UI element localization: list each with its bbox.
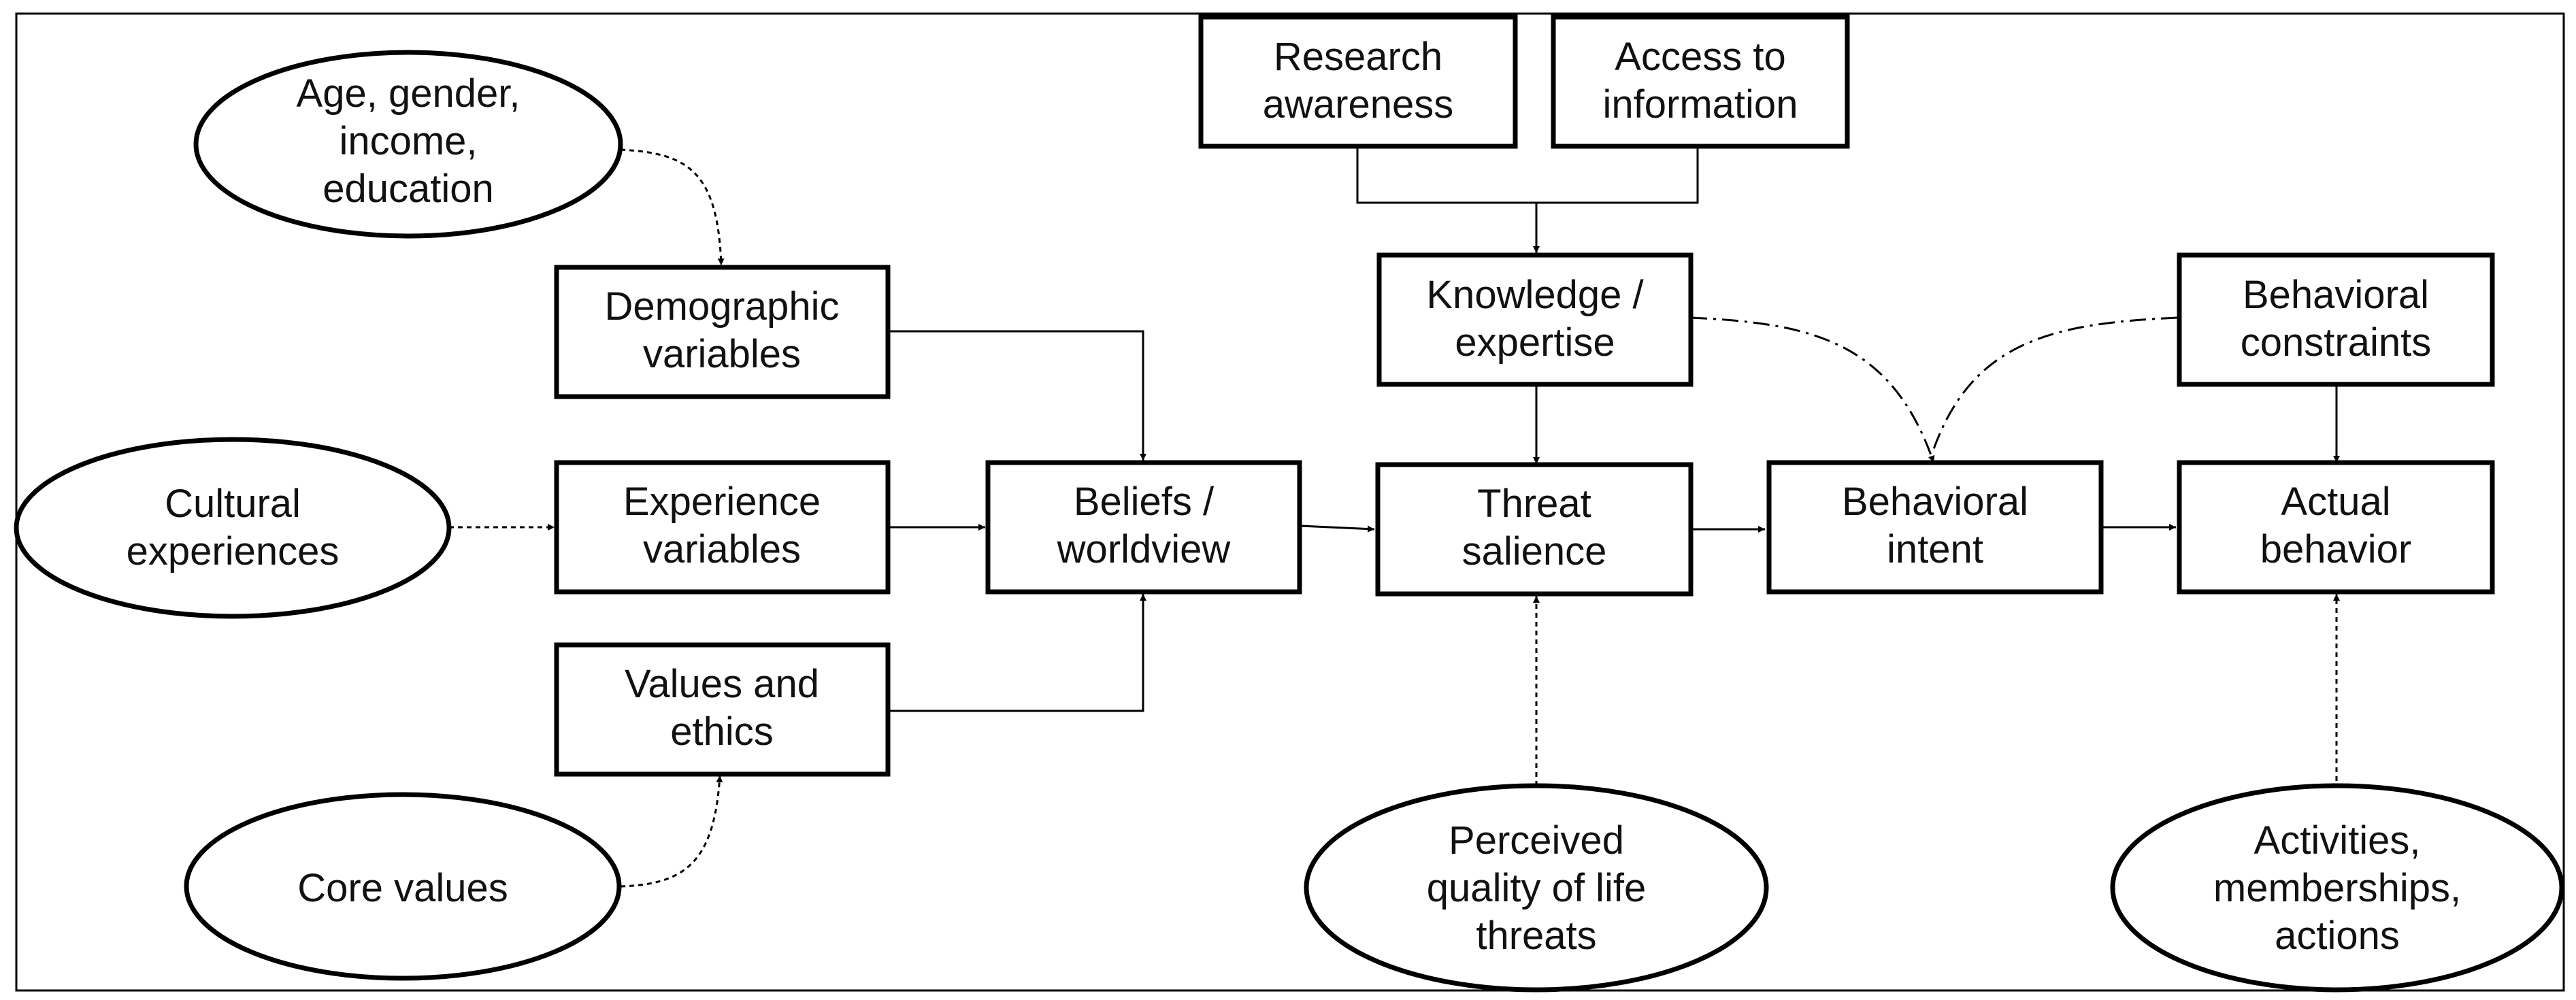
diagram-frame <box>15 12 2565 992</box>
box-behavioral-constraints: Behavioral constraints <box>2177 252 2495 387</box>
oval-activities-line-3: actions <box>2275 914 2400 958</box>
box-knowledge-line-1: Knowledge / <box>1426 273 1644 317</box>
box-research-awareness-line-2: awareness <box>1263 82 1453 127</box>
oval-cultural-line-1: Cultural <box>165 482 301 526</box>
box-actual-line-2: behavior <box>2260 527 2411 571</box>
box-values-ethics-line-1: Values and <box>625 662 819 706</box>
oval-core-values: Core values <box>184 792 622 981</box>
connector-constraints-to-intent <box>1932 316 2178 450</box>
oval-perceived-line-3: threats <box>1476 914 1596 958</box>
box-actual-behavior: Actual behavior <box>2177 460 2495 595</box>
oval-perceived-threats: Perceived quality of life threats <box>1304 783 1769 993</box>
connector-values-to-beliefs <box>888 594 1146 712</box>
box-intent-line-2: intent <box>1887 527 1983 571</box>
box-behavioral-intent: Behavioral intent <box>1766 460 2104 595</box>
box-experience-line-1: Experience <box>623 480 821 524</box>
box-access-information: Access to information <box>1551 14 1850 149</box>
box-values-ethics-line-2: ethics <box>670 710 774 754</box>
connector-research-to-knowledge <box>1356 146 1536 204</box>
box-knowledge-line-2: expertise <box>1455 320 1615 365</box>
oval-age-gender-line-3: education <box>323 167 494 211</box>
box-knowledge-expertise: Knowledge / expertise <box>1376 252 1694 387</box>
box-threat-line-1: Threat <box>1477 482 1591 526</box>
oval-cultural-line-2: experiences <box>127 529 340 573</box>
box-constraints-line-2: constraints <box>2241 320 2431 365</box>
oval-activities: Activities, memberships, actions <box>2110 783 2564 993</box>
oval-age-gender: Age, gender, income, education <box>193 50 623 239</box>
box-beliefs-line-2: worldview <box>1057 527 1232 571</box>
connector-core-to-values <box>620 775 723 888</box>
box-research-awareness-line-1: Research <box>1274 35 1442 79</box>
oval-age-gender-line-2: income, <box>339 119 477 163</box>
box-beliefs-line-1: Beliefs / <box>1074 480 1215 524</box>
box-demographic-variables: Demographic variables <box>554 265 891 399</box>
connector-access-to-knowledge <box>1536 146 1699 204</box>
box-beliefs-worldview: Beliefs / worldview <box>985 460 1302 595</box>
oval-activities-line-1: Activities, <box>2254 818 2421 863</box>
connector-age-to-demographic <box>620 148 725 266</box>
box-constraints-line-1: Behavioral <box>2243 273 2429 317</box>
box-experience-line-2: variables <box>643 527 801 571</box>
connector-demographic-to-beliefs <box>888 330 1146 461</box>
box-access-information-line-2: information <box>1603 82 1798 127</box>
oval-activities-line-2: memberships, <box>2213 866 2461 910</box>
box-demographic-line-1: Demographic <box>605 284 840 329</box>
oval-cultural-experiences: Cultural experiences <box>14 437 452 619</box>
oval-core-values-line-1: Core values <box>297 866 508 910</box>
box-actual-line-1: Actual <box>2281 480 2390 524</box>
box-experience-variables: Experience variables <box>554 460 891 595</box>
box-demographic-line-2: variables <box>643 332 801 376</box>
box-access-information-line-1: Access to <box>1615 35 1785 79</box>
connectors <box>449 146 2340 888</box>
box-intent-line-1: Behavioral <box>1842 480 2028 524</box>
connector-knowledge-to-intent <box>1690 316 1935 463</box>
oval-perceived-line-1: Perceived <box>1449 818 1624 863</box>
box-threat-salience: Threat salience <box>1375 462 1694 597</box>
box-research-awareness: Research awareness <box>1198 14 1518 149</box>
box-threat-line-2: salience <box>1462 529 1607 573</box>
connector-beliefs-to-threat <box>1300 524 1375 533</box>
oval-perceived-line-2: quality of life <box>1427 866 1646 910</box>
oval-age-gender-line-1: Age, gender, <box>297 71 521 116</box>
box-values-ethics: Values and ethics <box>554 642 891 777</box>
